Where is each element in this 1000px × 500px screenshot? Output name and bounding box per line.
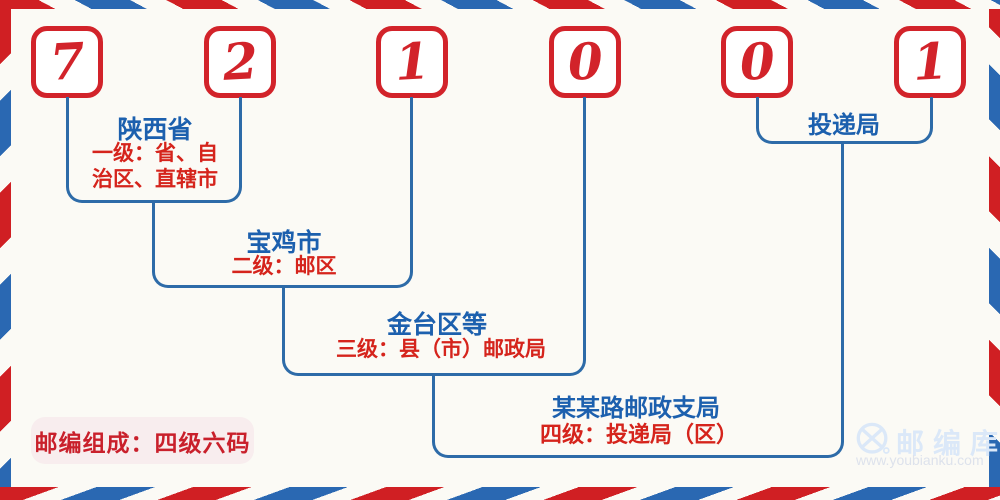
connector-delivery-bracket [756,97,933,144]
connector-level4-bracket [432,376,844,458]
level1-desc: 一级：省、自 治区、直辖市 [92,140,218,192]
level1-desc-line1: 一级：省、自 [92,141,218,165]
level1-desc-line2: 治区、直辖市 [92,167,218,191]
digit-1: 7 [48,31,86,92]
connector-level2-bracket [152,203,413,288]
connector-digit3-line [410,97,413,205]
digit-2: 2 [221,31,259,92]
level4-desc: 四级：投递局（区） [539,422,739,447]
airmail-border-bottom [0,487,1000,500]
level4-name: 某某路邮政支局 [552,396,720,422]
envelope-icon [856,422,890,454]
connector-level1-bracket [66,97,242,203]
digit-box-5: 0 [721,26,793,98]
site-watermark: 邮编库 www.youbianku.com [848,420,998,472]
postcode-composition-text: 邮编组成：四级六码 [34,430,251,456]
airmail-border-right [989,9,1000,487]
level2-name: 宝鸡市 [246,230,322,257]
watermark-url: www.youbianku.com [856,452,984,468]
level2-desc: 二级：邮区 [231,254,337,278]
digit-4: 0 [566,31,604,92]
watermark-brand: 邮编库 [896,428,1000,459]
connector-delivery-line [841,143,844,378]
connector-digit4-line [583,97,586,290]
level3-desc: 三级：县（市）邮政局 [336,337,546,361]
digit-box-3: 1 [376,26,448,98]
postcode-composition-badge: 邮编组成：四级六码 [31,417,254,464]
digit-box-1: 7 [31,26,103,98]
connector-level3-bracket [282,288,586,376]
airmail-border-top [0,0,1000,9]
level3-name: 金台区等 [386,312,488,339]
delivery-office-label: 投递局 [808,113,880,139]
level1-name: 陕西省 [117,117,193,144]
digit-5: 0 [738,31,776,92]
airmail-border-left [0,9,11,487]
digit-3: 1 [393,31,431,92]
digit-box-4: 0 [549,26,621,98]
digit-6: 1 [911,31,949,92]
digit-box-2: 2 [204,26,276,98]
digit-box-6: 1 [894,26,966,98]
